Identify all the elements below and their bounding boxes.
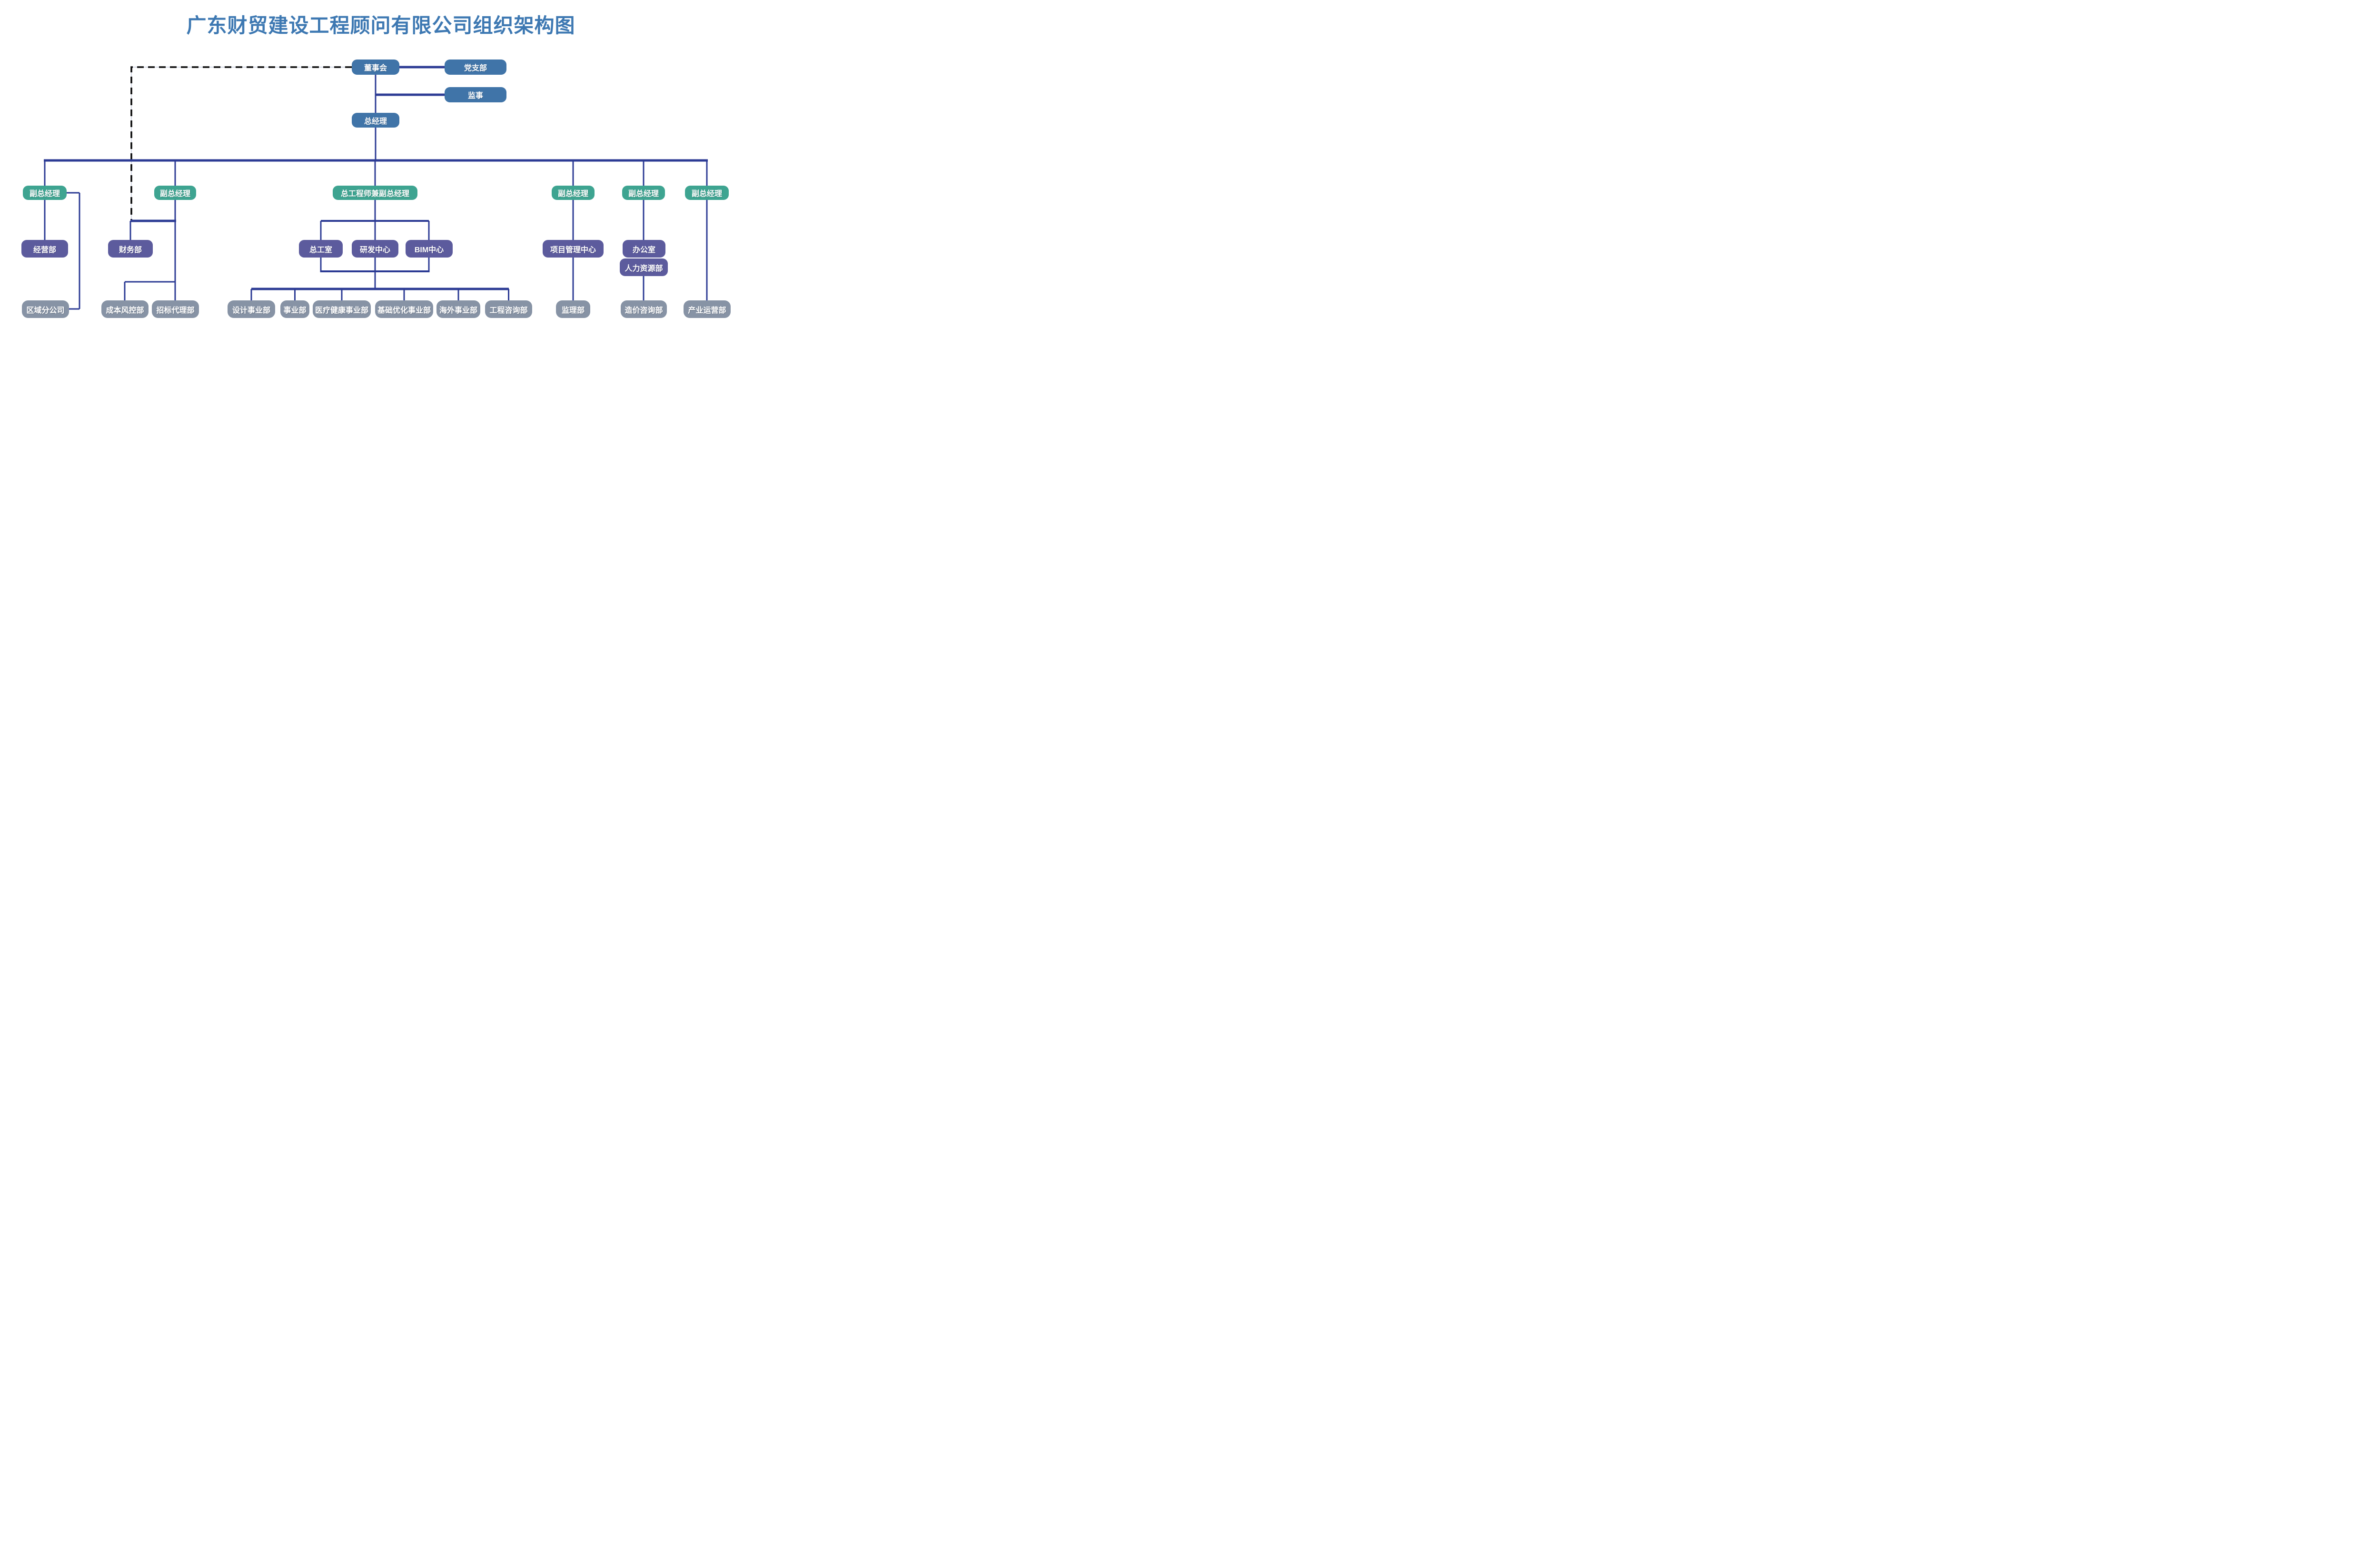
node-supervision-dept: 监理部 [556, 300, 590, 318]
node-bim-center: BIM中心 [406, 240, 453, 258]
node-deputy-gm-4: 副总经理 [552, 186, 595, 200]
node-eng-consulting-dept: 工程咨询部 [485, 300, 532, 318]
node-overseas-div: 海外事业部 [436, 300, 480, 318]
node-business-div: 事业部 [280, 300, 309, 318]
node-regional-branch: 区域分公司 [22, 300, 69, 318]
connector-lines [44, 66, 708, 310]
node-bidding-agency-dept: 招标代理部 [152, 300, 199, 318]
dashed-connector [130, 66, 352, 221]
node-general-manager: 总经理 [352, 113, 399, 128]
node-cost-consulting-dept: 造价咨询部 [621, 300, 667, 318]
node-medical-health-div: 医疗健康事业部 [313, 300, 371, 318]
node-project-mgmt-center: 项目管理中心 [543, 240, 604, 258]
node-cost-risk-dept: 成本风控部 [101, 300, 149, 318]
node-office: 办公室 [623, 240, 665, 258]
node-party-branch: 党支部 [445, 60, 506, 75]
node-hr-dept: 人力资源部 [620, 258, 668, 276]
node-deputy-gm-2: 副总经理 [154, 186, 196, 200]
node-rd-center: 研发中心 [352, 240, 398, 258]
node-board: 董事会 [352, 60, 399, 75]
node-deputy-gm-6: 副总经理 [685, 186, 729, 200]
node-finance-dept: 财务部 [108, 240, 153, 258]
node-chief-engineer-deputy-gm: 总工程师兼副总经理 [333, 186, 417, 200]
node-industry-operation-dept: 产业运营部 [684, 300, 731, 318]
org-chart-canvas: 广东财贸建设工程顾问有限公司组织架构图 [0, 0, 745, 344]
node-supervisor: 监事 [445, 87, 506, 102]
page-title: 广东财贸建设工程顾问有限公司组织架构图 [186, 14, 575, 37]
node-chief-engineer-office: 总工室 [299, 240, 343, 258]
node-design-div: 设计事业部 [228, 300, 275, 318]
node-deputy-gm-5: 副总经理 [622, 186, 665, 200]
node-deputy-gm-1: 副总经理 [23, 186, 67, 200]
node-infra-optimization-div: 基础优化事业部 [375, 300, 433, 318]
node-business-dept: 经营部 [21, 240, 68, 258]
solid-connectors [44, 66, 708, 310]
